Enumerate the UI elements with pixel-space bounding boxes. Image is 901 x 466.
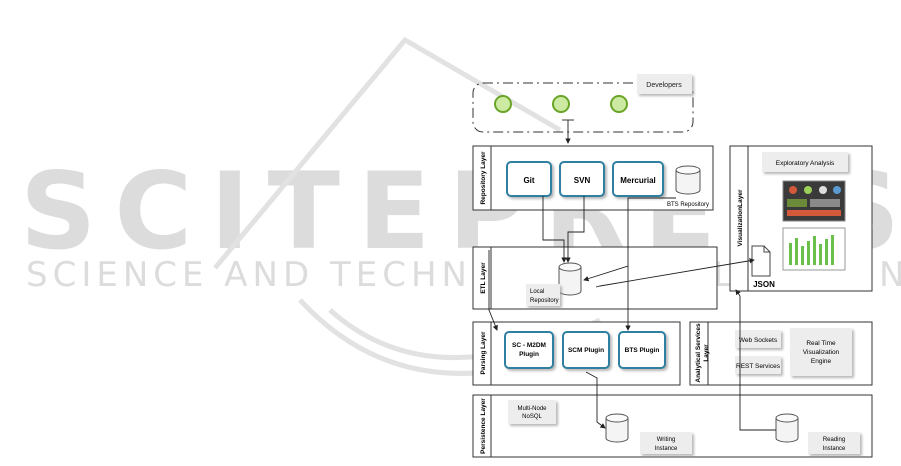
bts-repository-db-icon [675,165,701,195]
sc-m2dm-line2: Plugin [519,351,539,358]
multinode-label-box [508,400,556,424]
reading-instance-db-icon [775,413,799,443]
developer-icon [552,95,570,113]
reading-instance-line2: Instance [823,446,846,452]
websockets-box [735,330,781,348]
realtime-line1: Real Time [806,340,836,347]
writing-instance-db-icon [605,413,629,443]
realtime-line2: Visualization [803,349,840,356]
websockets-label: Web Sockets [739,337,778,344]
json-label: JSON [753,280,775,289]
sc-m2dm-plugin [504,331,554,369]
developers-label-box [637,74,692,94]
developers-label: Developers [646,82,682,89]
local-repository-label-box [526,284,560,306]
dashboard-thumbnail [782,180,846,222]
reading-instance-line1: Reading [823,437,845,443]
sc-m2dm-line1: SC - M2DM [512,342,546,349]
writing-instance-line1: Writing [657,437,676,443]
mercurial-node [612,161,664,197]
bar-chart-thumbnail [782,227,846,271]
developers-group [472,82,694,133]
git-label: Git [523,176,534,185]
json-file-icon [751,245,771,277]
exploratory-label-box [762,152,848,172]
exploratory-label: Exploratory Analysis [776,160,835,167]
developer-icon [494,95,512,113]
multinode-line2: NoSQL [522,414,542,420]
git-node [506,161,552,197]
local-repository-db-icon [558,262,582,296]
local-repository-line1: Local [530,289,544,295]
etl-layer [472,246,718,310]
parsing-layer-label: Parsing Layer [480,331,487,374]
developer-icon [610,95,628,113]
visualization-layer-label: VisualizationLayer [737,189,744,246]
svn-node [559,161,605,197]
repository-layer-label: Repository Layer [480,151,487,205]
svn-label: SVN [574,176,591,185]
etl-layer-label: ETL Layer [480,262,487,294]
persistence-layer-label: Persistence Layer [480,398,487,454]
local-repository-line2: Repository [530,298,559,304]
connectors [488,119,776,431]
reading-instance-label-box [808,432,860,454]
bts-repository-label: BTS Repository [667,202,709,208]
mercurial-label: Mercurial [620,176,656,185]
rest-services-box [735,356,781,374]
bts-plugin [618,331,666,369]
rest-services-label: REST Services [736,363,781,370]
analytical-layer-label-line1: Analytical Services [695,323,702,383]
writing-instance-line2: Instance [655,446,678,452]
realtime-line3: Engine [811,358,832,365]
writing-instance-label-box [640,432,692,454]
bts-plugin-label: BTS Plugin [625,347,660,354]
analytical-layer-label-line2: Layer [703,344,710,362]
realtime-engine-box [790,328,852,376]
scm-plugin [562,331,610,369]
multinode-line1: Multi-Node [517,406,547,412]
scm-plugin-label: SCM Plugin [568,347,604,354]
